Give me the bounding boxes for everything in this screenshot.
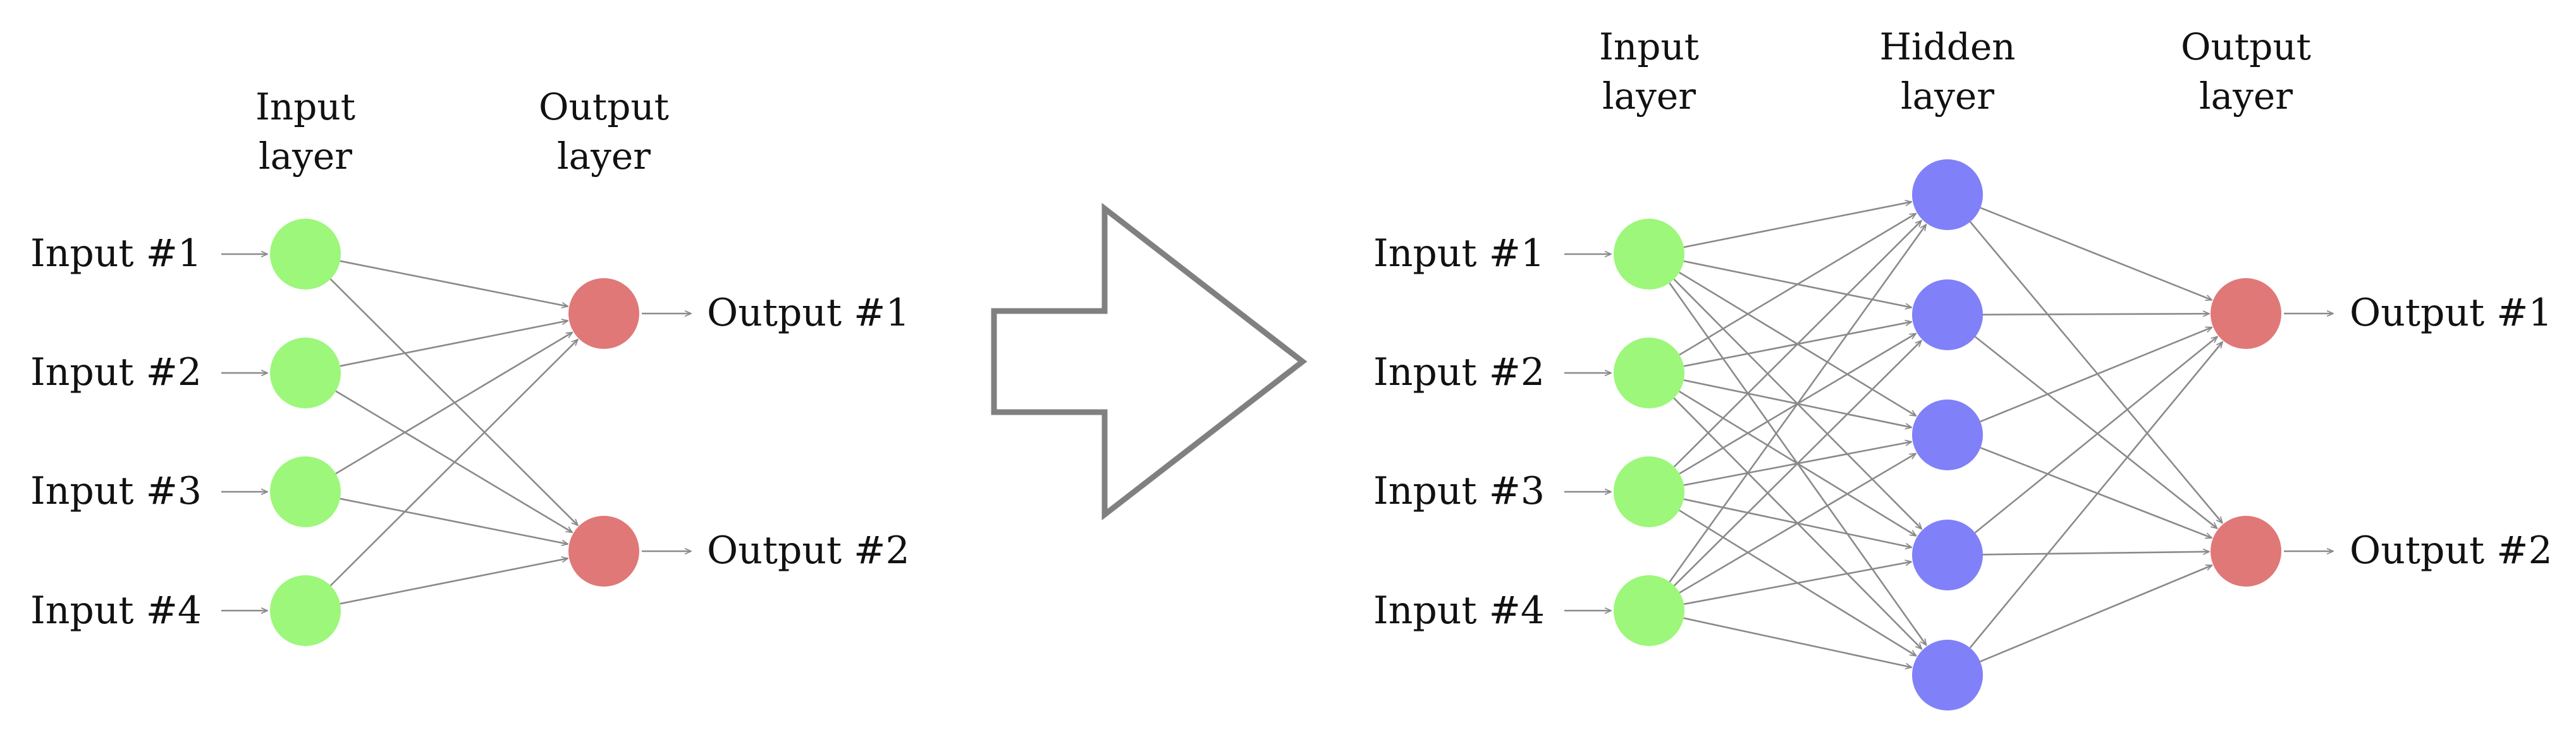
right-output-label-2: Output #2 bbox=[2350, 528, 2553, 573]
right-hidden-node-3 bbox=[1912, 400, 1983, 470]
right-output-node-1 bbox=[2211, 278, 2281, 349]
right-hidden-node-1 bbox=[1912, 159, 1983, 230]
left-input-label-1: Input #1 bbox=[30, 231, 202, 276]
right-edge-hidden4-output1 bbox=[1974, 336, 2217, 534]
right-edge-hidden1-output2 bbox=[1969, 221, 2223, 523]
right-edge-input3-hidden1 bbox=[1673, 221, 1922, 468]
right-edge-input1-hidden1 bbox=[1683, 202, 1911, 248]
right-edge-hidden3-output2 bbox=[1980, 447, 2212, 538]
right-edge-hidden5-output2 bbox=[1980, 564, 2212, 662]
left-input-layer-label-line1: Input bbox=[255, 85, 355, 128]
right-input-label-3: Input #3 bbox=[1373, 469, 1545, 513]
right-input-node-1 bbox=[1614, 219, 1684, 290]
right-hidden-node-5 bbox=[1912, 640, 1983, 711]
left-output-layer-label-line1: Output bbox=[539, 85, 669, 128]
right-connections bbox=[1564, 202, 2333, 667]
right-edge-input4-hidden4 bbox=[1683, 562, 1911, 606]
right-input-label-4: Input #4 bbox=[1373, 589, 1545, 633]
left-output-layer-label-line2: layer bbox=[557, 135, 651, 178]
left-edge-input4-output1 bbox=[329, 339, 578, 587]
right-edge-hidden3-output1 bbox=[1980, 327, 2212, 423]
right-nodes bbox=[1614, 159, 2281, 711]
right-edge-hidden5-output1 bbox=[1969, 342, 2223, 649]
right-block-arrow-icon bbox=[991, 202, 1308, 521]
right-edge-hidden4-output2 bbox=[1982, 552, 2209, 556]
left-output-label-1: Output #1 bbox=[707, 291, 910, 335]
left-input-node-1 bbox=[270, 219, 341, 290]
right-output-layer-label-line2: layer bbox=[2199, 75, 2293, 118]
left-output-node-1 bbox=[568, 278, 639, 349]
right-input-layer-label-line1: Input bbox=[1599, 25, 1699, 68]
left-network: Input layer Output layer Input #1 Input … bbox=[30, 85, 910, 646]
right-edge-hidden2-output2 bbox=[1975, 336, 2217, 528]
left-input-label-4: Input #4 bbox=[30, 589, 202, 633]
right-edge-hidden1-output1 bbox=[1980, 207, 2212, 300]
right-input-label-2: Input #2 bbox=[1373, 350, 1545, 394]
left-connections bbox=[221, 254, 691, 611]
left-edge-input2-output1 bbox=[340, 320, 568, 367]
left-edge-input1-output1 bbox=[340, 260, 568, 307]
right-hidden-node-4 bbox=[1912, 520, 1983, 590]
right-output-node-2 bbox=[2211, 516, 2281, 587]
left-nodes bbox=[270, 219, 639, 646]
right-output-layer-label-line1: Output bbox=[2181, 25, 2311, 68]
right-hidden-layer-label-line2: layer bbox=[1901, 75, 1994, 118]
right-edge-input4-hidden5 bbox=[1683, 617, 1912, 668]
left-input-layer-label-line2: layer bbox=[259, 135, 352, 178]
right-edge-input4-hidden1 bbox=[1669, 224, 1927, 583]
left-input-node-3 bbox=[270, 456, 341, 527]
right-network: Input layer Hidden layer Output layer In… bbox=[1373, 25, 2553, 711]
right-input-label-1: Input #1 bbox=[1373, 231, 1545, 276]
left-edge-input3-output1 bbox=[335, 331, 572, 475]
left-output-node-2 bbox=[568, 516, 639, 587]
right-output-label-1: Output #1 bbox=[2350, 291, 2553, 335]
right-input-node-2 bbox=[1614, 338, 1684, 408]
left-input-label-2: Input #2 bbox=[30, 350, 202, 394]
right-input-node-4 bbox=[1614, 575, 1684, 646]
left-input-node-4 bbox=[270, 575, 341, 646]
left-edge-input4-output2 bbox=[340, 558, 568, 605]
right-input-node-3 bbox=[1614, 456, 1684, 527]
right-edge-input4-hidden3 bbox=[1679, 453, 1916, 594]
left-output-label-2: Output #2 bbox=[707, 528, 910, 573]
left-input-node-2 bbox=[270, 338, 341, 408]
right-input-layer-label-line2: layer bbox=[1602, 75, 1696, 118]
right-hidden-node-2 bbox=[1912, 279, 1983, 350]
left-edge-input3-output2 bbox=[340, 497, 568, 544]
right-edge-hidden2-output1 bbox=[1982, 314, 2209, 315]
left-input-label-3: Input #3 bbox=[30, 469, 202, 513]
right-edge-input4-hidden2 bbox=[1673, 341, 1922, 587]
right-hidden-layer-label-line1: Hidden bbox=[1879, 25, 2015, 68]
right-edge-input2-hidden1 bbox=[1679, 212, 1916, 356]
